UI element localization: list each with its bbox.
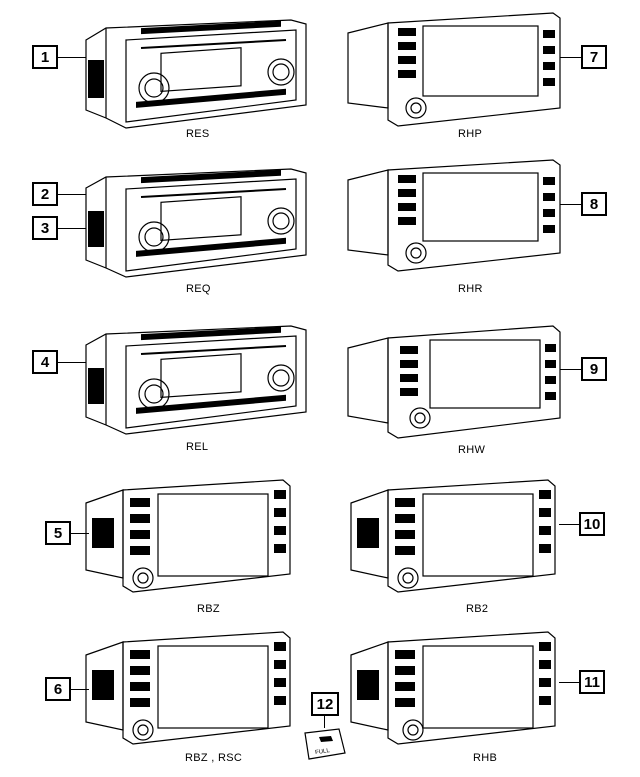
callout-8: 8	[581, 192, 607, 216]
model-label-rb2: RB2	[466, 603, 489, 615]
model-label-rhw: RHW	[458, 444, 486, 456]
leader-line	[560, 369, 581, 370]
usb-port-drawing: FULL	[304, 728, 346, 760]
leader-line	[58, 228, 86, 229]
model-label-rbz-rsc: RBZ , RSC	[185, 752, 243, 764]
radio-rhw-drawing	[347, 325, 561, 439]
leader-line	[58, 194, 86, 195]
radio-rb2-drawing	[350, 479, 556, 593]
leader-line	[71, 689, 89, 690]
model-label-res: RES	[186, 128, 210, 140]
leader-line	[58, 57, 86, 58]
callout-6: 6	[45, 677, 71, 701]
radio-req-drawing	[85, 168, 307, 278]
radio-rel-drawing	[85, 325, 307, 435]
model-label-rhb: RHB	[473, 752, 498, 764]
model-label-rel: REL	[186, 441, 209, 453]
model-label-rhr: RHR	[458, 283, 483, 295]
leader-line	[559, 524, 579, 525]
callout-1: 1	[32, 45, 58, 69]
leader-line	[58, 362, 86, 363]
leader-line	[71, 533, 89, 534]
radio-rhr-drawing	[347, 159, 561, 272]
callout-5: 5	[45, 521, 71, 545]
usb-label: FULL	[315, 748, 331, 756]
model-label-rhp: RHP	[458, 128, 483, 140]
radio-rbz-drawing	[85, 479, 291, 593]
radio-rbz-rsc-drawing	[85, 631, 291, 745]
callout-12: 12	[311, 692, 339, 716]
model-label-rbz: RBZ	[197, 603, 220, 615]
callout-3: 3	[32, 216, 58, 240]
radio-rhp-drawing	[347, 12, 561, 127]
callout-9: 9	[581, 357, 607, 381]
callout-7: 7	[581, 45, 607, 69]
model-label-req: REQ	[186, 283, 211, 295]
callout-11: 11	[579, 670, 605, 694]
callout-2: 2	[32, 182, 58, 206]
leader-line	[560, 204, 581, 205]
callout-4: 4	[32, 350, 58, 374]
leader-line	[324, 716, 325, 728]
radio-res-drawing	[85, 19, 307, 129]
radio-rhb-drawing	[350, 631, 556, 745]
leader-line	[560, 57, 581, 58]
leader-line	[559, 682, 579, 683]
callout-10: 10	[579, 512, 605, 536]
